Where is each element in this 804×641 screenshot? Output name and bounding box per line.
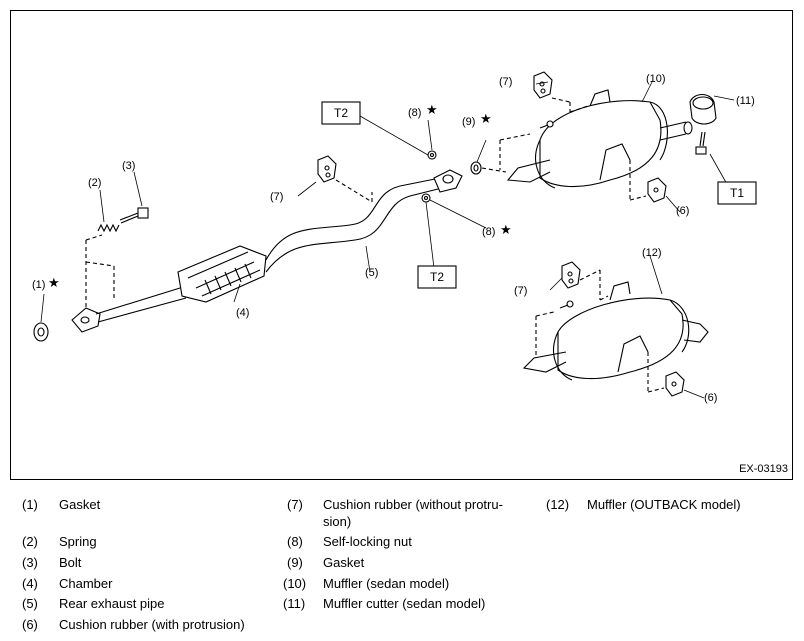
bolt: [119, 207, 149, 224]
figure-code: EX-03193: [739, 463, 788, 475]
cushion-rubber-with-protrusion: [647, 177, 667, 203]
cushion-rubber-no-protrusion: [533, 71, 553, 99]
muffler-outback: [522, 281, 709, 381]
torque-box: [321, 101, 361, 125]
callout-7: (7): [270, 191, 283, 203]
legend-text: Rear exhaust pipe: [59, 596, 165, 611]
legend-number: (3): [22, 555, 38, 570]
legend-text: Muffler cutter (sedan model): [323, 596, 486, 611]
cutter-bolt: [695, 131, 707, 155]
callout-7: (7): [499, 76, 512, 88]
legend-text: Gasket: [323, 555, 365, 570]
callout-7: (7): [514, 285, 527, 297]
callout-11: (11): [736, 95, 755, 107]
legend-text: Chamber: [59, 576, 113, 591]
legend-text: Self-locking nut: [323, 534, 412, 549]
front-dash-lines: [85, 234, 115, 310]
legend-number: (5): [22, 596, 38, 611]
legend-item: (7) Cushion rubber (without protru- sion…: [287, 496, 537, 530]
muffler-sedan: [506, 89, 693, 189]
legend-text-continued: sion): [323, 514, 352, 529]
cushion-rubber-no-protrusion: [561, 261, 581, 289]
legend-number: (8): [287, 534, 303, 549]
spring: [97, 223, 120, 233]
self-locking-nut: [427, 150, 437, 160]
front-flange: [71, 307, 101, 333]
callout-2: (2): [88, 177, 101, 189]
legend-number: (7): [287, 497, 303, 512]
callout-5: (5): [365, 267, 378, 279]
callout-8: (8): [408, 107, 421, 119]
callout-1: (1): [32, 279, 45, 291]
gasket-front: [33, 322, 49, 342]
hanger-bolt: [539, 120, 554, 129]
hanger-bolt: [559, 300, 574, 309]
cushion-rubber-no-protrusion: [317, 155, 337, 183]
front-pipe: [95, 287, 187, 323]
legend-text: Muffler (OUTBACK model): [587, 497, 741, 512]
torque-label-t2: T2: [430, 270, 444, 284]
gasket-rear: [470, 161, 482, 175]
rear-flange: [433, 169, 463, 193]
legend-number: (1): [22, 497, 38, 512]
rear-exhaust-pipe: [265, 177, 443, 273]
callout-6: (6): [676, 205, 689, 217]
muffler-cutter: [689, 93, 717, 125]
muffler-sedan-dash-lines: [481, 97, 647, 201]
chamber: [177, 245, 267, 303]
callout-3: (3): [122, 160, 135, 172]
pipe-dash-lines: [335, 179, 373, 203]
torque-label-t2: T2: [334, 106, 348, 120]
legend-number: (6): [22, 617, 38, 632]
legend-text: Muffler (sedan model): [323, 576, 450, 591]
star-mark: ★: [48, 275, 60, 290]
legend-text: Cushion rubber (with protrusion): [59, 617, 245, 632]
torque-label-t1: T1: [730, 186, 744, 200]
callout-12: (12): [642, 247, 662, 259]
legend-text: Cushion rubber (without protru-: [323, 497, 503, 512]
callout-9: (9): [462, 116, 475, 128]
callout-8: (8): [482, 226, 495, 238]
legend-text: Gasket: [59, 497, 101, 512]
legend-text: Bolt: [59, 555, 82, 570]
legend-number: (9): [287, 555, 303, 570]
legend-number: (11): [283, 596, 306, 611]
star-mark: ★: [500, 222, 512, 237]
legend-text: Spring: [59, 534, 97, 549]
star-mark: ★: [480, 111, 492, 126]
exhaust-system-diagram: T2 T2 T1 (1) ★ (2) (3) (4) (5) (6) (6) (…: [32, 71, 757, 404]
cushion-rubber-with-protrusion: [665, 371, 685, 397]
muffler-outback-dash-lines: [535, 269, 665, 393]
figure-frame: [10, 10, 793, 480]
legend-number: (4): [22, 576, 38, 591]
callout-4: (4): [236, 307, 249, 319]
legend-number: (2): [22, 534, 38, 549]
leader-lines: [40, 81, 735, 399]
self-locking-nut: [421, 193, 431, 203]
legend-number: (12): [546, 497, 570, 512]
callout-6: (6): [704, 392, 717, 404]
callout-10: (10): [646, 73, 666, 85]
star-mark: ★: [426, 102, 438, 117]
legend-number: (10): [283, 576, 307, 591]
torque-box: [417, 265, 457, 289]
torque-box: [717, 181, 757, 205]
